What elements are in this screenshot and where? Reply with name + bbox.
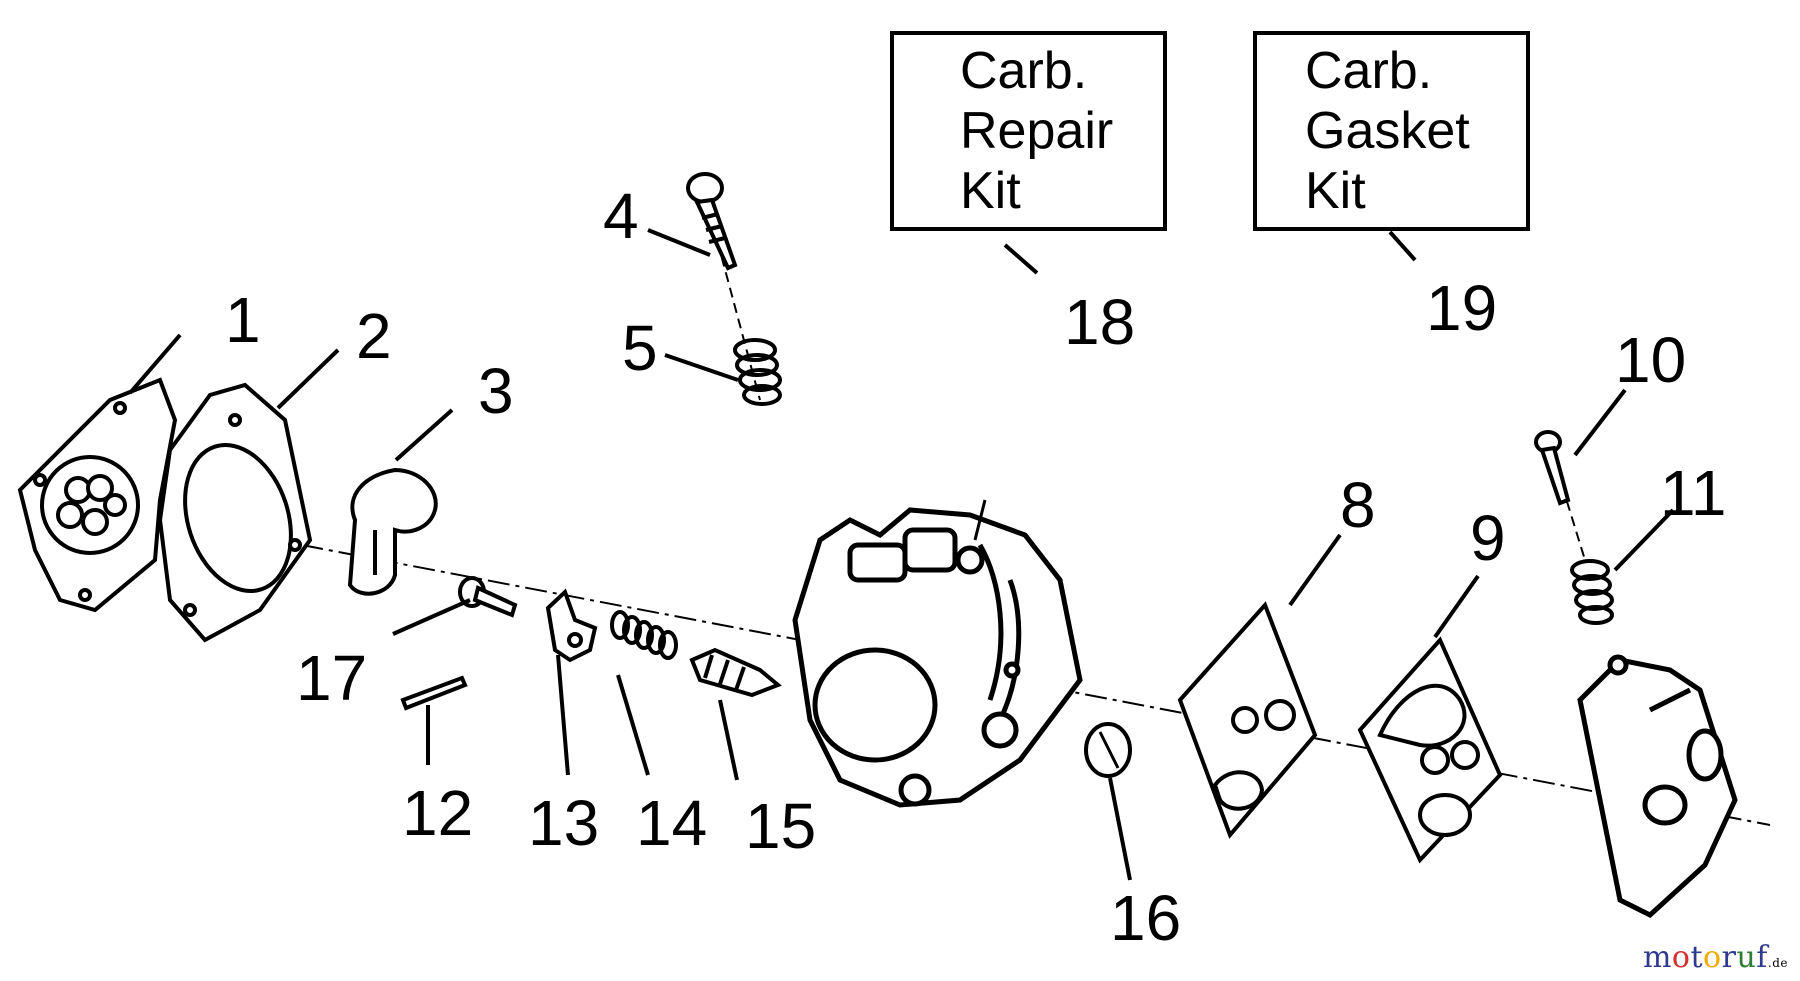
part-number-9: 9 bbox=[1470, 502, 1506, 574]
part-number-16: 16 bbox=[1110, 882, 1181, 954]
part-number-5: 5 bbox=[622, 312, 658, 384]
kit-gasket-line-2: Gasket bbox=[1305, 102, 1470, 160]
part-1-pump-cover bbox=[17, 377, 178, 613]
part-number-17: 17 bbox=[296, 642, 367, 714]
part-11-spring bbox=[1570, 559, 1614, 625]
watermark: motoruf.de bbox=[1643, 940, 1788, 975]
part-number-14: 14 bbox=[636, 787, 707, 859]
leader-19 bbox=[1388, 230, 1417, 262]
part-4-adjusting-screw bbox=[686, 172, 738, 271]
part-10-screw bbox=[1534, 430, 1571, 506]
part-16-plug bbox=[1084, 722, 1132, 778]
watermark-letter: m bbox=[1642, 940, 1672, 975]
watermark-suffix: .de bbox=[1767, 956, 1788, 970]
part-3-pump-diaphragm bbox=[347, 467, 438, 596]
part-9-metering-gasket bbox=[1357, 636, 1503, 864]
kit-repair-line-2: Repair bbox=[960, 102, 1113, 160]
part-number-4: 4 bbox=[603, 180, 639, 252]
kit-gasket-line-1: Carb. bbox=[1305, 42, 1432, 100]
part-17-screw bbox=[458, 576, 518, 618]
part-2-pump-gasket bbox=[157, 382, 313, 643]
watermark-letter: u bbox=[1736, 940, 1757, 975]
part-number-3: 3 bbox=[478, 355, 514, 427]
watermark-letter: o bbox=[1671, 940, 1691, 975]
part-number-11: 11 bbox=[1660, 457, 1726, 529]
watermark-letter: o bbox=[1703, 940, 1722, 975]
kit-repair-line-3: Kit bbox=[960, 162, 1021, 220]
part-number-12: 12 bbox=[402, 777, 473, 849]
leader-18 bbox=[1003, 243, 1039, 275]
part-number-19: 19 bbox=[1426, 272, 1497, 344]
watermark-letter: r bbox=[1721, 940, 1737, 975]
kit-gasket-box: Carb. Gasket Kit bbox=[1253, 31, 1530, 231]
part-number-13: 13 bbox=[528, 787, 599, 859]
kit-repair-box: Carb. Repair Kit bbox=[890, 31, 1167, 231]
kit-gasket-line-3: Kit bbox=[1305, 162, 1366, 220]
part-number-2: 2 bbox=[356, 300, 392, 372]
part-5-spring bbox=[733, 338, 782, 406]
part-14-lever-spring bbox=[610, 610, 678, 660]
part-number-8: 8 bbox=[1340, 469, 1376, 541]
part-number-15: 15 bbox=[745, 790, 816, 862]
part-number-1: 1 bbox=[225, 284, 261, 356]
watermark-letter: t bbox=[1690, 940, 1704, 975]
part-13-needle-lever bbox=[545, 588, 598, 663]
part-cover-end bbox=[1577, 654, 1738, 919]
carburetor-body bbox=[792, 499, 1083, 808]
part-8-metering-diaphragm bbox=[1177, 601, 1318, 839]
part-15-inlet-needle bbox=[689, 647, 782, 698]
part-number-10: 10 bbox=[1615, 324, 1686, 396]
watermark-letters: motoruf bbox=[1643, 940, 1768, 975]
kit-repair-line-1: Carb. bbox=[960, 42, 1087, 100]
part-12-pin bbox=[400, 675, 468, 711]
part-number-18: 18 bbox=[1064, 286, 1135, 358]
watermark-letter: f bbox=[1756, 940, 1768, 975]
